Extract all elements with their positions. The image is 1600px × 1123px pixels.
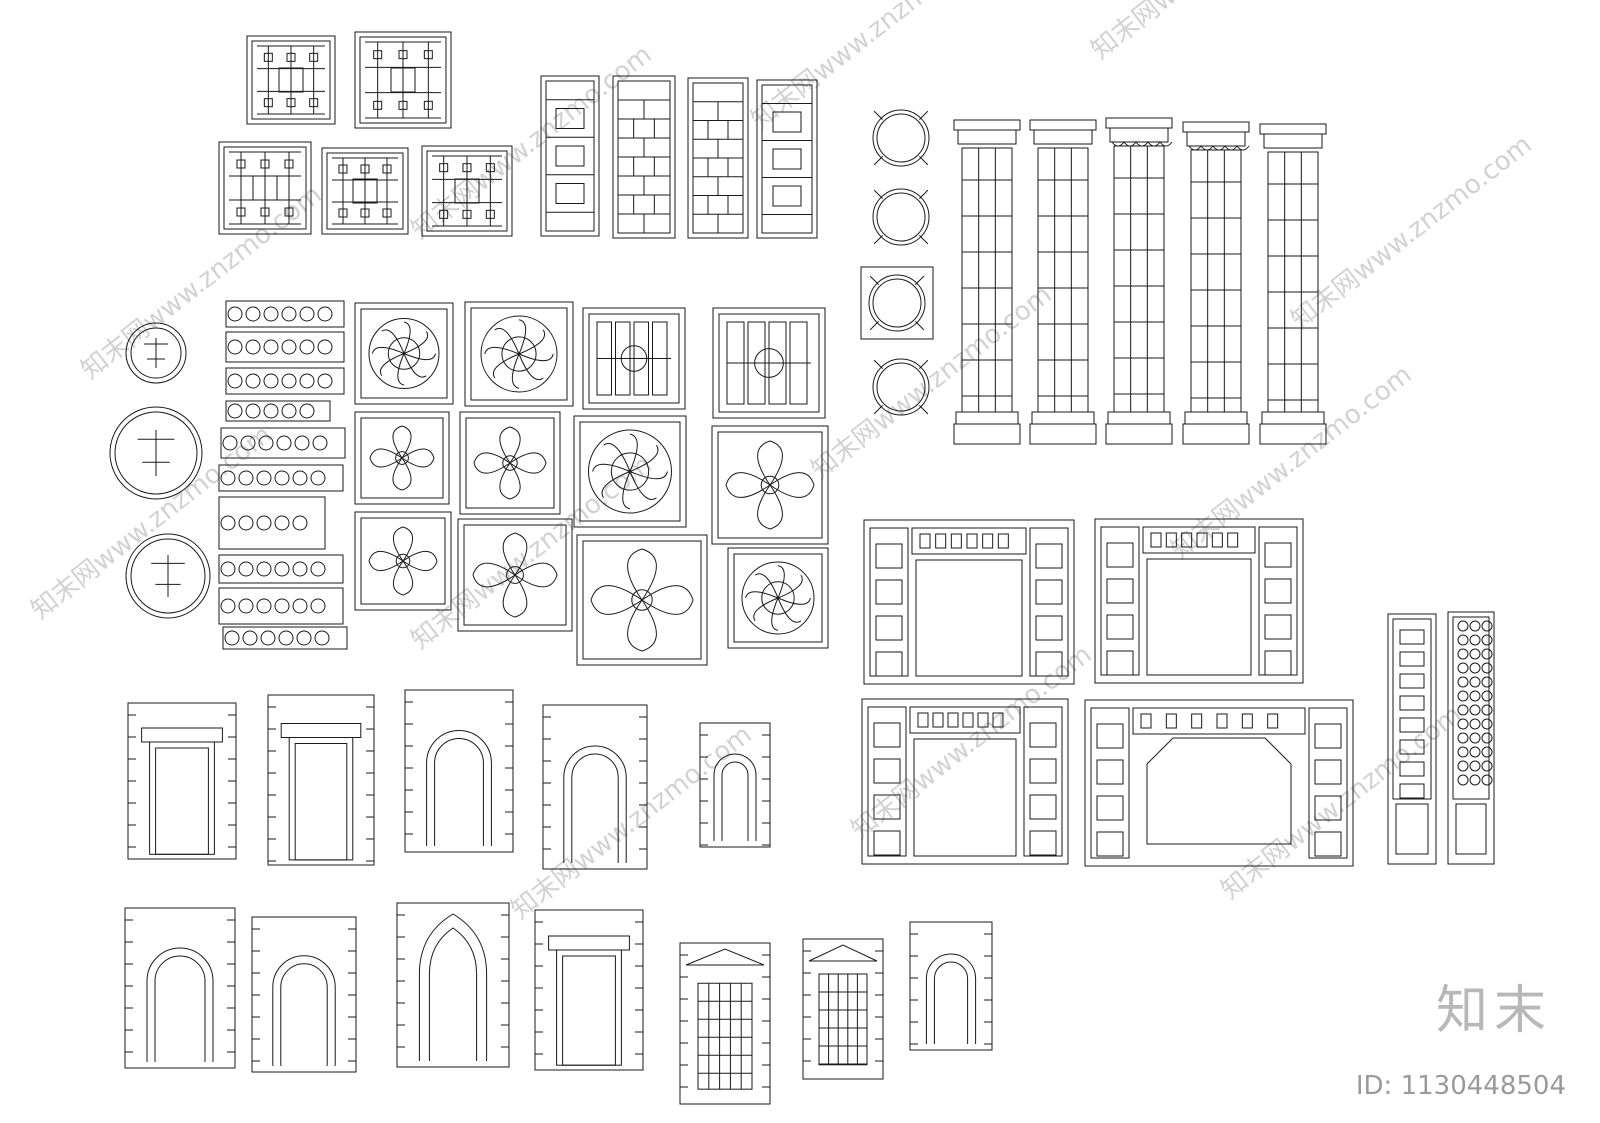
watermark-text: 知末网www.znzmo.com: [746, 0, 998, 136]
carved-panel: [576, 534, 708, 666]
carved-strip: [218, 587, 344, 625]
column-base-ring: [872, 188, 930, 246]
watermark-text: 知末网www.znzmo.com: [76, 180, 328, 386]
round-medallion: [125, 322, 187, 384]
carved-panel: [354, 302, 454, 405]
carved-strip: [218, 496, 326, 550]
watermark-text: 知末网www.znzmo.com: [1286, 130, 1538, 336]
western-doorway: [127, 702, 237, 860]
gothic-arch-doorway: [396, 902, 510, 1068]
watermark-text: 知末网www.znzmo.com: [846, 640, 1098, 846]
grid-window: [679, 942, 771, 1105]
carved-panel: [573, 415, 687, 528]
tall-lattice-panel: [612, 75, 676, 239]
carved-panel: [712, 307, 826, 419]
western-doorway: [267, 694, 375, 866]
carved-panel: [457, 518, 573, 632]
western-arch-window: [404, 689, 514, 853]
western-arch-window: [909, 921, 993, 1051]
carved-panel: [354, 411, 450, 505]
chinese-door-frame: [861, 698, 1069, 865]
lattice-panel: [354, 31, 452, 129]
western-arch-window: [542, 704, 648, 870]
brand-logo: 知末: [1435, 981, 1552, 1041]
carved-panel: [727, 547, 829, 649]
carved-strip: [225, 367, 345, 395]
lattice-panel: [218, 141, 312, 235]
carved-panel: [582, 307, 686, 410]
carved-panel: [459, 411, 561, 515]
column-base-ring: [872, 358, 930, 416]
classical-column: [1182, 121, 1250, 445]
watermark-text: 知末网www.znzmo.com: [1166, 360, 1418, 566]
classical-column: [1259, 123, 1327, 445]
lattice-panel: [321, 147, 409, 235]
chinese-door-frame: [863, 519, 1075, 685]
round-medallion: [125, 533, 211, 619]
round-medallion: [109, 406, 203, 500]
watermark-text: 知末网www.znzmo.com: [506, 720, 758, 926]
carved-strip: [225, 331, 345, 363]
classical-column: [1029, 119, 1097, 445]
lattice-panel: [246, 35, 336, 125]
cad-elements: [109, 31, 1495, 1105]
pediment-doorway: [534, 909, 644, 1071]
chinese-door-frame: [1094, 518, 1304, 684]
carved-strip: [218, 554, 344, 584]
carved-strip: [225, 400, 331, 422]
asset-id: ID: 1130448504: [1355, 1071, 1566, 1101]
classical-column: [1105, 117, 1173, 445]
tall-lattice-panel: [756, 79, 818, 239]
grid-window: [802, 938, 884, 1080]
watermark-text: 知末网www.znzmo.com: [806, 280, 1058, 486]
western-arch-window: [251, 916, 357, 1073]
tall-lattice-door: [1447, 611, 1495, 865]
carved-panel: [354, 511, 452, 611]
western-arch-window: [699, 722, 771, 848]
tall-lattice-door: [1387, 613, 1437, 865]
carved-panel: [464, 301, 574, 407]
carved-strip: [225, 300, 345, 328]
watermark-text: 知末网www.znzmo.com: [1216, 700, 1468, 906]
lattice-panel: [421, 145, 513, 237]
carved-panel: [711, 425, 829, 545]
chinese-door-frame: [1084, 699, 1354, 867]
watermark-text: 知末网www.znzmo.com: [26, 420, 278, 626]
western-arch-window: [124, 907, 236, 1069]
carved-strip: [218, 464, 344, 492]
column-base-ring: [872, 109, 930, 167]
column-base-ring: [860, 266, 934, 340]
tall-lattice-panel: [540, 75, 600, 237]
carved-strip: [220, 427, 346, 459]
tall-lattice-panel: [687, 77, 749, 239]
carved-strip: [222, 626, 348, 650]
watermark-text: 知末网www.znzmo.com: [1086, 0, 1338, 66]
classical-column: [953, 119, 1021, 445]
